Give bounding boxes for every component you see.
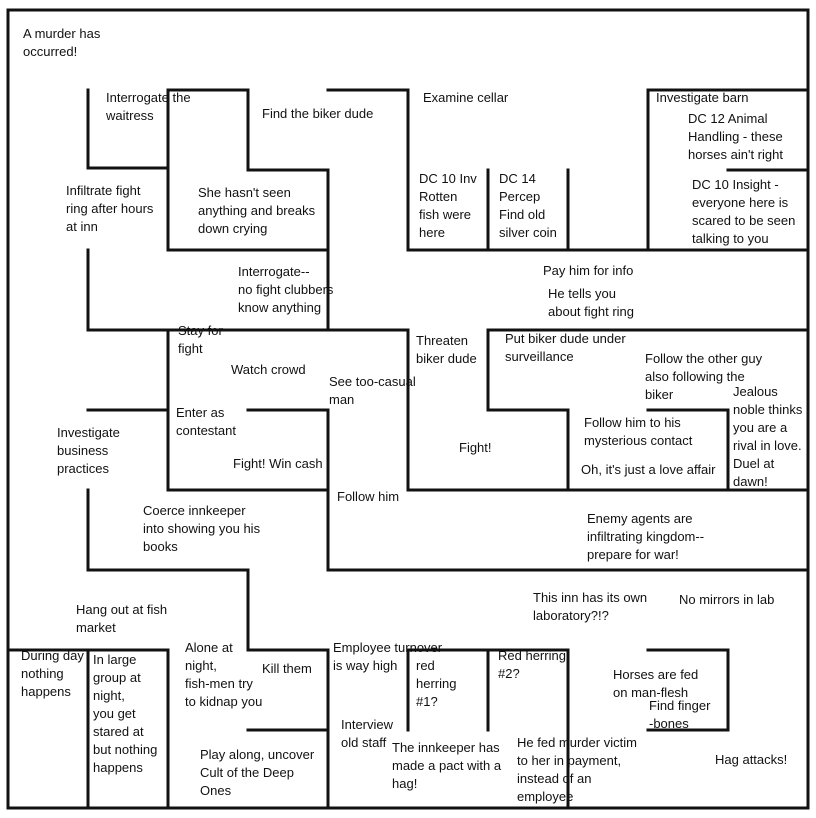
- label-enter-contestant: Enter as contestant: [176, 405, 236, 438]
- label-dc14-percep: DC 14 Percep Find old silver coin: [499, 171, 557, 240]
- label-dc10-insight: DC 10 Insight - everyone here is scared …: [692, 177, 796, 246]
- label-infiltrate-ring: Infiltrate fight ring after hours at inn: [66, 183, 154, 234]
- label-find-biker: Find the biker dude: [262, 106, 374, 121]
- label-hag-attacks: Hag attacks!: [715, 752, 788, 767]
- label-pay-info: Pay him for info: [543, 263, 634, 278]
- label-kill-them: Kill them: [262, 661, 312, 676]
- label-win-cash: Fight! Win cash: [233, 456, 323, 471]
- label-investigate-barn: Investigate barn: [656, 90, 749, 105]
- label-surveillance: Put biker dude under surveillance: [505, 331, 626, 364]
- label-interview-staff: Interview old staff: [341, 717, 394, 750]
- label-start: A murder has occurred!: [23, 26, 101, 59]
- label-fed-victim: He fed murder victim to her in payment, …: [517, 735, 637, 804]
- label-alone-night: Alone at night, fish-men try to kidnap y…: [185, 640, 263, 709]
- label-coerce-innkeeper: Coerce innkeeper into showing you his bo…: [143, 503, 261, 554]
- label-dc12-animal: DC 12 Animal Handling - these horses ain…: [688, 111, 783, 162]
- label-follow-other: Follow the other guy also following the …: [645, 351, 763, 402]
- label-turnover: Employee turnover is way high: [333, 640, 443, 673]
- label-love-affair: Oh, it's just a love affair: [581, 462, 716, 477]
- label-investigate-business: Investigate business practices: [57, 425, 120, 476]
- label-laboratory: This inn has its own laboratory?!?: [533, 590, 648, 623]
- label-fight: Fight!: [459, 440, 492, 455]
- label-follow-contact: Follow him to his mysterious contact: [584, 415, 693, 448]
- label-enemy-agents: Enemy agents are infiltrating kingdom-- …: [587, 511, 705, 562]
- label-jealous-noble: Jealous noble thinks you are a rival in …: [733, 384, 803, 489]
- label-fish-market: Hang out at fish market: [76, 602, 168, 635]
- label-watch-crowd: Watch crowd: [231, 362, 306, 377]
- label-tells-ring: He tells you about fight ring: [548, 286, 635, 319]
- label-pact-hag: The innkeeper has made a pact with a hag…: [392, 740, 502, 791]
- label-red-herring-2: Red herring #2?: [498, 648, 566, 681]
- label-interrogate-clubbers: Interrogate-- no fight clubbers know any…: [238, 264, 334, 315]
- label-during-day: During day nothing happens: [21, 648, 84, 699]
- label-threaten-biker: Threaten biker dude: [416, 333, 477, 366]
- label-red-herring-1: red herring #1?: [416, 658, 457, 709]
- label-too-casual: See too-casual man: [329, 374, 416, 407]
- label-no-mirrors: No mirrors in lab: [679, 592, 775, 607]
- label-interrogate-waitress: Interrogate the waitress: [106, 90, 191, 123]
- label-finger-bones: Find finger -bones: [649, 698, 711, 731]
- label-large-group: In large group at night, you get stared …: [93, 652, 158, 775]
- label-dc10-inv: DC 10 Inv Rotten fish were here: [419, 171, 477, 240]
- label-horses-fed: Horses are fed on man-flesh: [613, 667, 699, 700]
- label-play-along: Play along, uncover Cult of the Deep One…: [200, 747, 315, 798]
- label-waitress-cries: She hasn't seen anything and breaks down…: [198, 185, 316, 236]
- label-follow-him: Follow him: [337, 489, 400, 504]
- label-examine-cellar: Examine cellar: [423, 90, 509, 105]
- label-stay-fight: Stay for fight: [178, 323, 223, 356]
